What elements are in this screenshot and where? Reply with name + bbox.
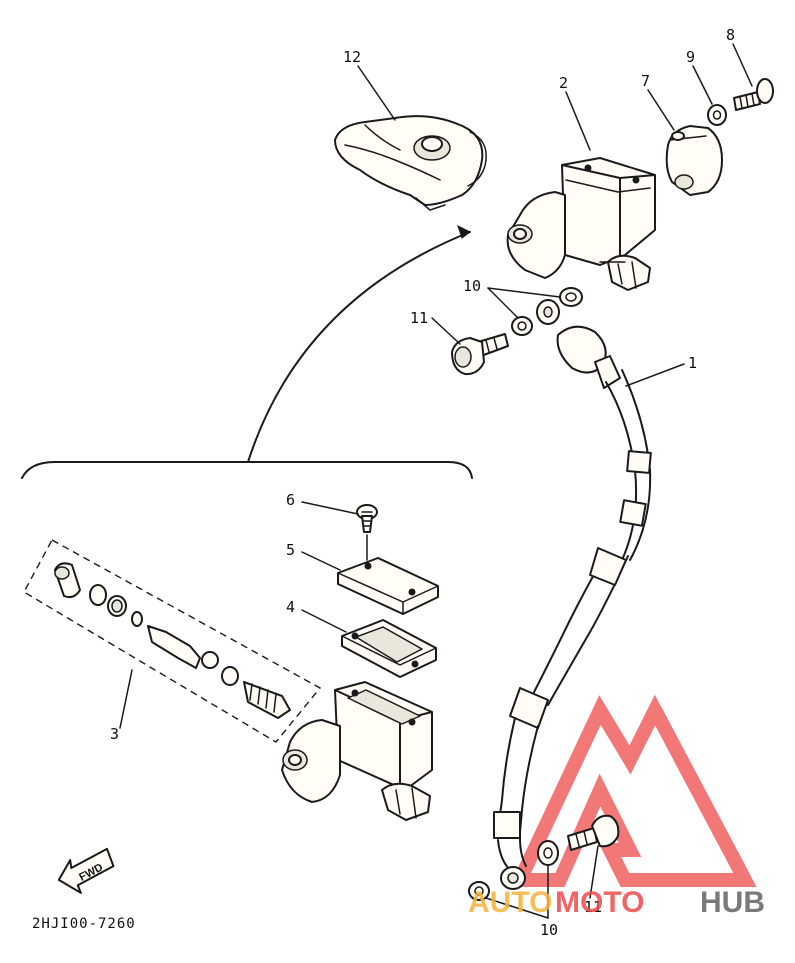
watermark-auto: AUTO <box>468 886 552 919</box>
part-1-brake-hose <box>493 299 652 890</box>
callout-5: 5 <box>286 541 295 559</box>
callout-12: 12 <box>343 48 361 66</box>
part-2-master-cylinder <box>506 157 656 291</box>
part-11-union-bolt-lower <box>567 814 620 851</box>
watermark-hub: HUB <box>700 886 765 919</box>
callouts: 12 2 7 9 8 10 11 1 6 5 4 3 10 11 <box>110 26 753 939</box>
callout-6: 6 <box>286 491 295 509</box>
callout-10-upper: 10 <box>463 277 481 295</box>
watermark-text: AUTO MOTO HUB <box>468 886 765 919</box>
master-cylinder-body-lower <box>281 681 433 821</box>
callout-11-upper: 11 <box>410 309 428 327</box>
watermark-logo <box>508 694 757 887</box>
part-3-piston-kit <box>23 539 322 743</box>
callout-10-lower: 10 <box>540 921 558 939</box>
part-7-holder <box>665 125 723 196</box>
callout-9: 9 <box>686 48 695 66</box>
watermark-moto: MOTO <box>555 886 644 919</box>
callout-11-lower: 11 <box>584 898 602 916</box>
callout-1: 1 <box>688 354 697 372</box>
part-9-washer <box>707 104 727 126</box>
part-6-screw <box>356 504 378 561</box>
part-5-reservoir-cap <box>337 557 439 615</box>
fwd-arrow-icon: FWD <box>57 847 115 894</box>
callout-8: 8 <box>726 26 735 44</box>
part-4-diaphragm <box>341 619 437 678</box>
callout-2: 2 <box>559 74 568 92</box>
callout-3: 3 <box>110 725 119 743</box>
callout-7: 7 <box>641 72 650 90</box>
part-10-washers-lower <box>468 840 559 901</box>
callout-4: 4 <box>286 598 295 616</box>
assembly-connector <box>21 225 473 479</box>
diagram-code: 2HJI00-7260 <box>32 916 136 932</box>
part-8-bolt <box>733 78 774 111</box>
part-11-union-bolt-upper <box>451 333 509 376</box>
part-12-lever-boot <box>334 115 487 211</box>
